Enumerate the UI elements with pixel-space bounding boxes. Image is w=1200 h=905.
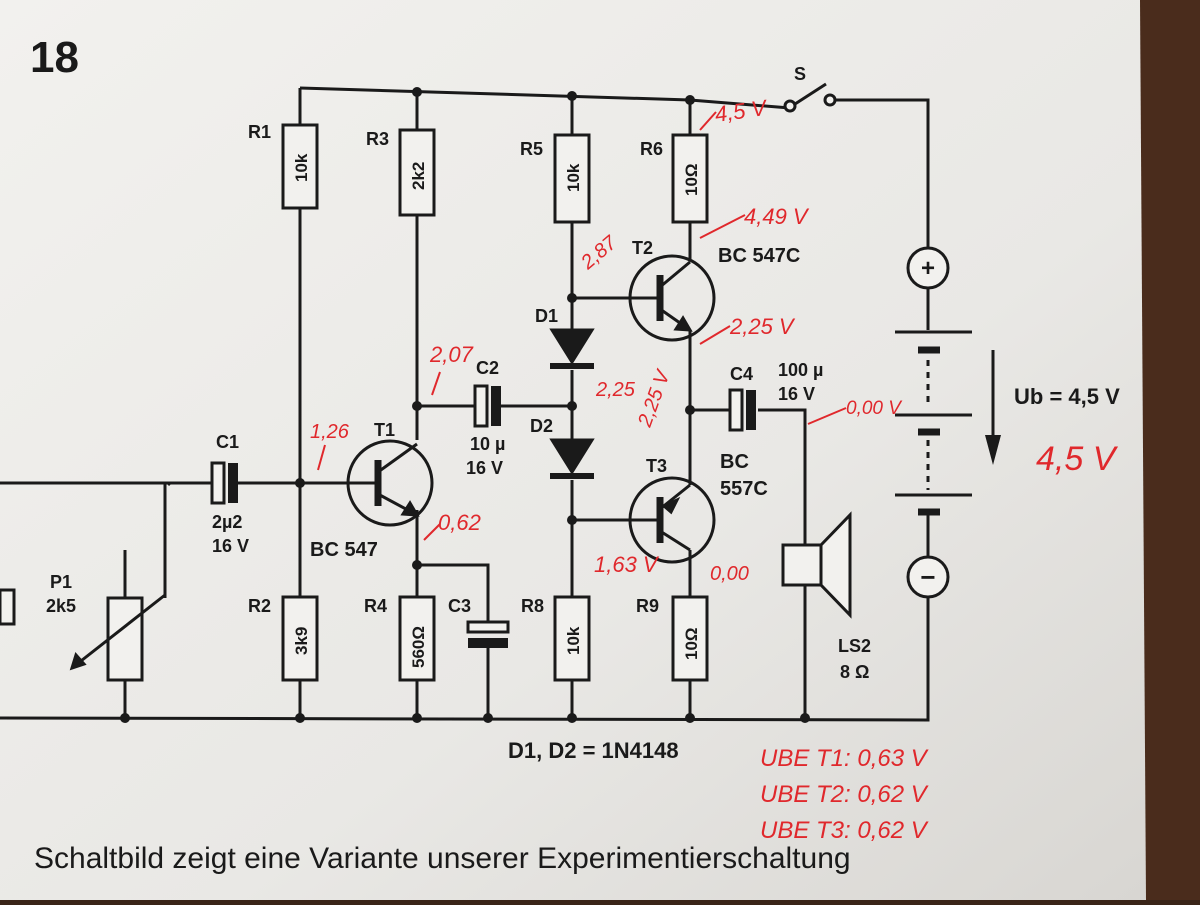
d1-ref: D1 xyxy=(535,306,558,326)
c2-ref: C2 xyxy=(476,358,499,378)
junction-dots xyxy=(120,87,810,723)
table-edge xyxy=(1140,0,1200,900)
p1-ref: P1 xyxy=(50,572,72,592)
note-t2-emitter: 2,25 V xyxy=(729,314,796,339)
resistor-values: 10k 2k2 10k 10Ω 3k9 560Ω 10k 10Ω xyxy=(292,153,701,668)
page-number: 18 xyxy=(30,33,79,82)
p1-value: 2k5 xyxy=(46,596,76,616)
note-ub: 4,5 V xyxy=(1036,440,1119,478)
r8-value: 10k xyxy=(564,626,583,655)
c1-value: 2µ2 xyxy=(212,512,242,532)
r6-ref: R6 xyxy=(640,139,663,159)
switch-contact-a xyxy=(783,99,797,113)
t2-ref: T2 xyxy=(632,238,653,258)
diode-note: D1, D2 = 1N4148 xyxy=(508,738,679,763)
capacitor-labels: C1 2µ2 16 V C2 10 µ 16 V C3 C4 100 µ 16 … xyxy=(212,358,823,616)
note-ube3: UBE T3: 0,62 V xyxy=(760,817,929,844)
c4-ref: C4 xyxy=(730,364,753,384)
ls2-value: 8 Ω xyxy=(840,662,869,682)
capacitor-c2 xyxy=(473,384,501,428)
note-t2-collector: 4,49 V xyxy=(744,204,810,229)
switch-contact-b xyxy=(823,93,837,107)
r4-value: 560Ω xyxy=(409,626,428,668)
plus-sign: + xyxy=(921,255,935,282)
t1-type: BC 547 xyxy=(310,539,378,561)
note-t1-emitter: 0,62 xyxy=(438,510,481,535)
c1-ref: C1 xyxy=(216,432,239,452)
c1-voltage: 16 V xyxy=(212,536,249,556)
c3-ref: C3 xyxy=(448,596,471,616)
switch-label: S xyxy=(794,64,806,84)
t3-type-line2: 557C xyxy=(720,478,768,500)
transistor-t1 xyxy=(346,439,434,527)
note-c2-left: 2,07 xyxy=(429,342,474,367)
resistor-refs: R1 R3 R5 R6 R2 R4 R8 R9 xyxy=(248,122,663,616)
r5-value: 10k xyxy=(564,163,583,192)
r8-ref: R8 xyxy=(521,596,544,616)
speaker-ls2 xyxy=(781,511,852,619)
r2-ref: R2 xyxy=(248,596,271,616)
r1-value: 10k xyxy=(292,153,311,182)
caption-text: Schaltbild zeigt eine Variante unserer E… xyxy=(34,842,851,875)
t2-type: BC 547C xyxy=(718,245,800,267)
battery: + − xyxy=(895,246,1001,599)
r5-ref: R5 xyxy=(520,139,543,159)
c4-voltage: 16 V xyxy=(778,384,815,404)
note-ube2: UBE T2: 0,62 V xyxy=(760,781,929,808)
c2-value: 10 µ xyxy=(470,434,505,454)
minus-sign: − xyxy=(920,562,935,592)
transistor-t2 xyxy=(628,254,716,342)
supply-label: Ub = 4,5 V xyxy=(1014,384,1120,409)
capacitor-c3 xyxy=(466,620,510,648)
note-t3-base: 1,63 V xyxy=(594,552,660,577)
r4-ref: R4 xyxy=(364,596,387,616)
r9-ref: R9 xyxy=(636,596,659,616)
note-ube1: UBE T1: 0,63 V xyxy=(760,745,929,772)
note-t1-base: 1,26 xyxy=(310,421,350,443)
diode-d1 xyxy=(549,328,595,369)
t3-ref: T3 xyxy=(646,456,667,476)
t3-type-line1: BC xyxy=(720,451,749,473)
ls2-ref: LS2 xyxy=(838,636,871,656)
capacitor-c1 xyxy=(210,461,238,505)
t1-ref: T1 xyxy=(374,420,395,440)
d2-ref: D2 xyxy=(530,416,553,436)
annotation-leaders xyxy=(317,111,847,541)
r6-value: 10Ω xyxy=(682,163,701,196)
r2-value: 3k9 xyxy=(292,627,311,655)
c4-value: 100 µ xyxy=(778,360,823,380)
transistor-labels: T1 BC 547 T2 BC 547C T3 BC 557C xyxy=(310,238,800,561)
r1-ref: R1 xyxy=(248,122,271,142)
note-t3-collector: 0,00 xyxy=(710,563,749,585)
r3-value: 2k2 xyxy=(409,162,428,190)
r9-value: 10Ω xyxy=(682,627,701,660)
transistor-t3 xyxy=(628,476,716,564)
note-c4-out: 0,00 V xyxy=(846,398,903,419)
capacitor-c4 xyxy=(728,388,756,432)
resistor-bodies xyxy=(106,123,709,682)
diode-d2 xyxy=(549,438,595,479)
note-diode-mid: 2,25 xyxy=(595,379,636,401)
potentiometer-p1 xyxy=(0,588,166,671)
r3-ref: R3 xyxy=(366,129,389,149)
c2-voltage: 16 V xyxy=(466,458,503,478)
